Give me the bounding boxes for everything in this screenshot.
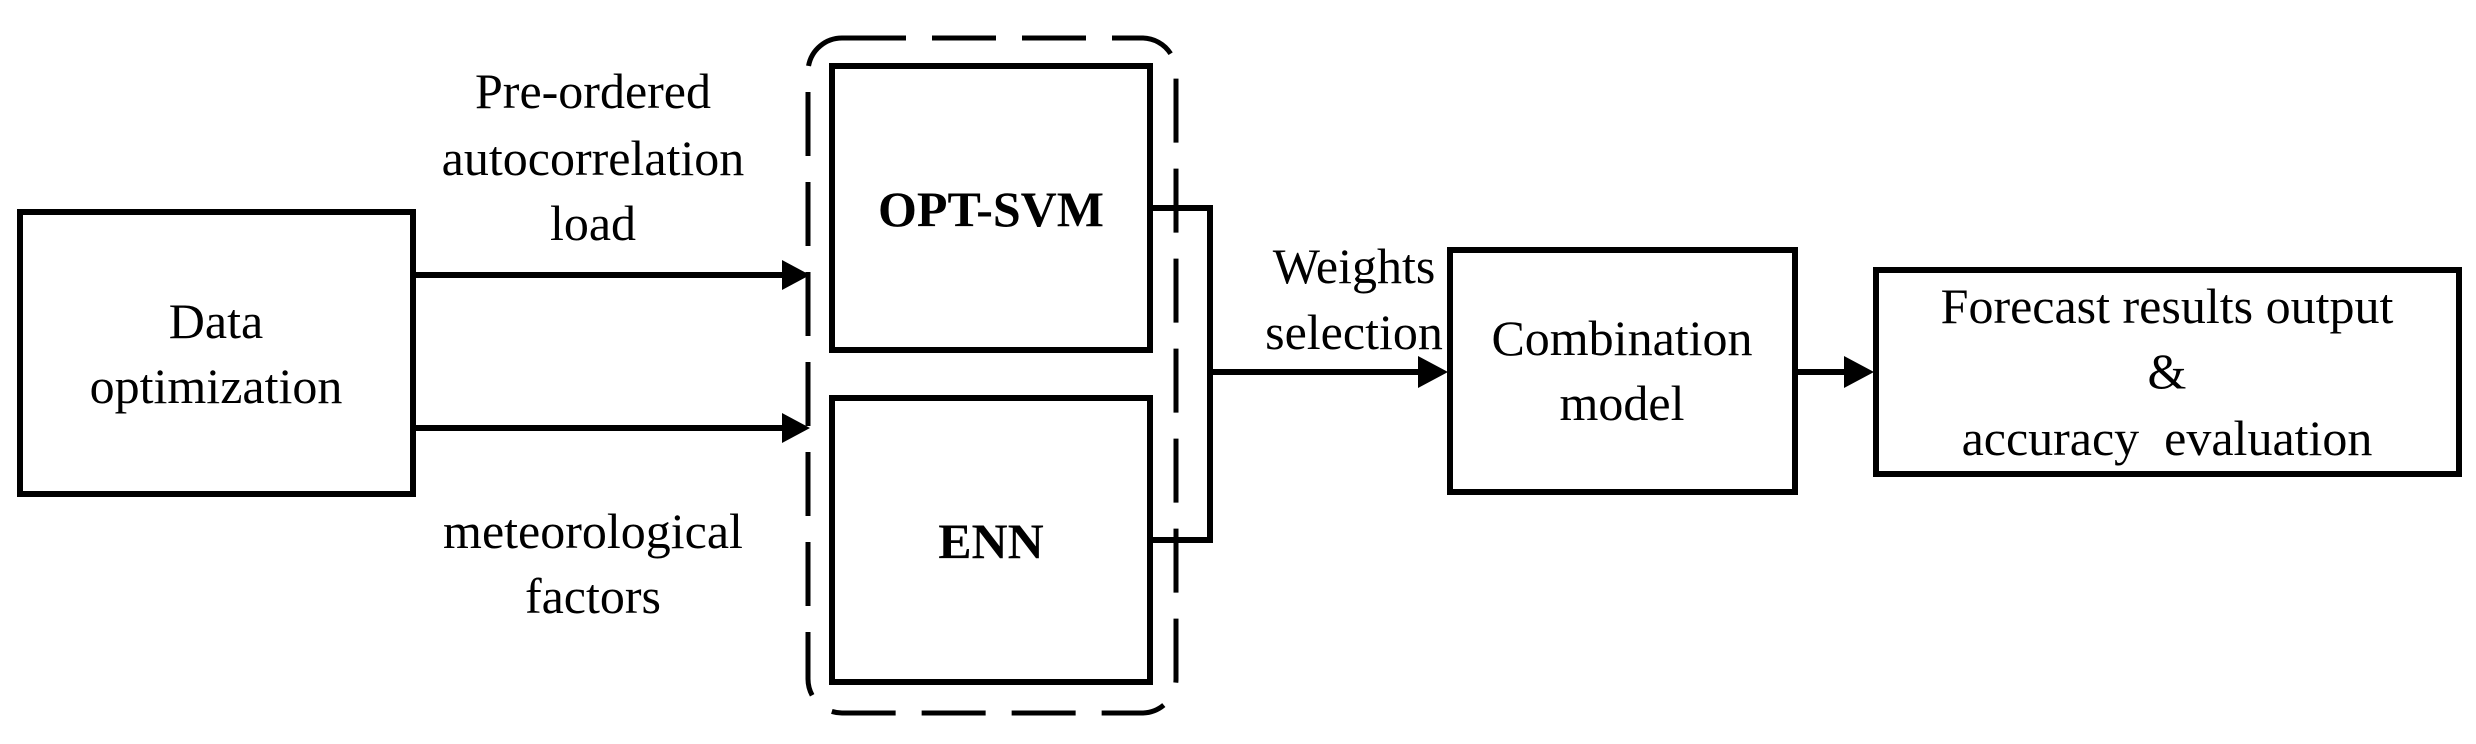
meteorological-factors-label: meteorological factors [443,503,743,624]
combination-model-node: Combination model [1447,247,1798,495]
forecast-output-line-2: & [2148,343,2187,399]
forecast-output-line-3: accuracy evaluation [1962,410,2373,466]
model-group-dashed-border [805,35,1179,716]
opt-svm-label: OPT-SVM [878,181,1104,237]
autocorrelation-label-line-3: load [550,195,636,251]
autocorrelation-load-arrow [413,260,810,290]
merge-connector [1150,205,1448,543]
weights-label-line-2: selection [1265,304,1443,360]
meteorological-label-line-2: factors [525,568,661,624]
data-optimization-line-2: optimization [90,358,343,414]
autocorrelation-label-line-2: autocorrelation [442,130,745,186]
autocorrelation-load-label: Pre-ordered autocorrelation load [442,63,745,251]
output-arrow [1795,356,1874,388]
data-optimization-node: Data optimization [17,209,416,497]
forecast-output-line-1: Forecast results output [1941,278,2394,334]
weights-selection-label: Weights selection [1265,238,1443,360]
forecast-output-node: Forecast results output & accuracy evalu… [1873,267,2462,477]
enn-label: ENN [938,513,1044,569]
autocorrelation-label-line-1: Pre-ordered [475,63,711,119]
data-optimization-line-1: Data [169,293,263,349]
enn-node: ENN [829,395,1153,685]
meteorological-factors-arrow [413,413,810,443]
meteorological-label-line-1: meteorological [443,503,743,559]
weights-label-line-1: Weights [1273,238,1436,294]
opt-svm-node: OPT-SVM [829,63,1153,353]
combination-model-line-1: Combination [1491,310,1752,366]
combination-model-line-2: model [1560,375,1685,431]
